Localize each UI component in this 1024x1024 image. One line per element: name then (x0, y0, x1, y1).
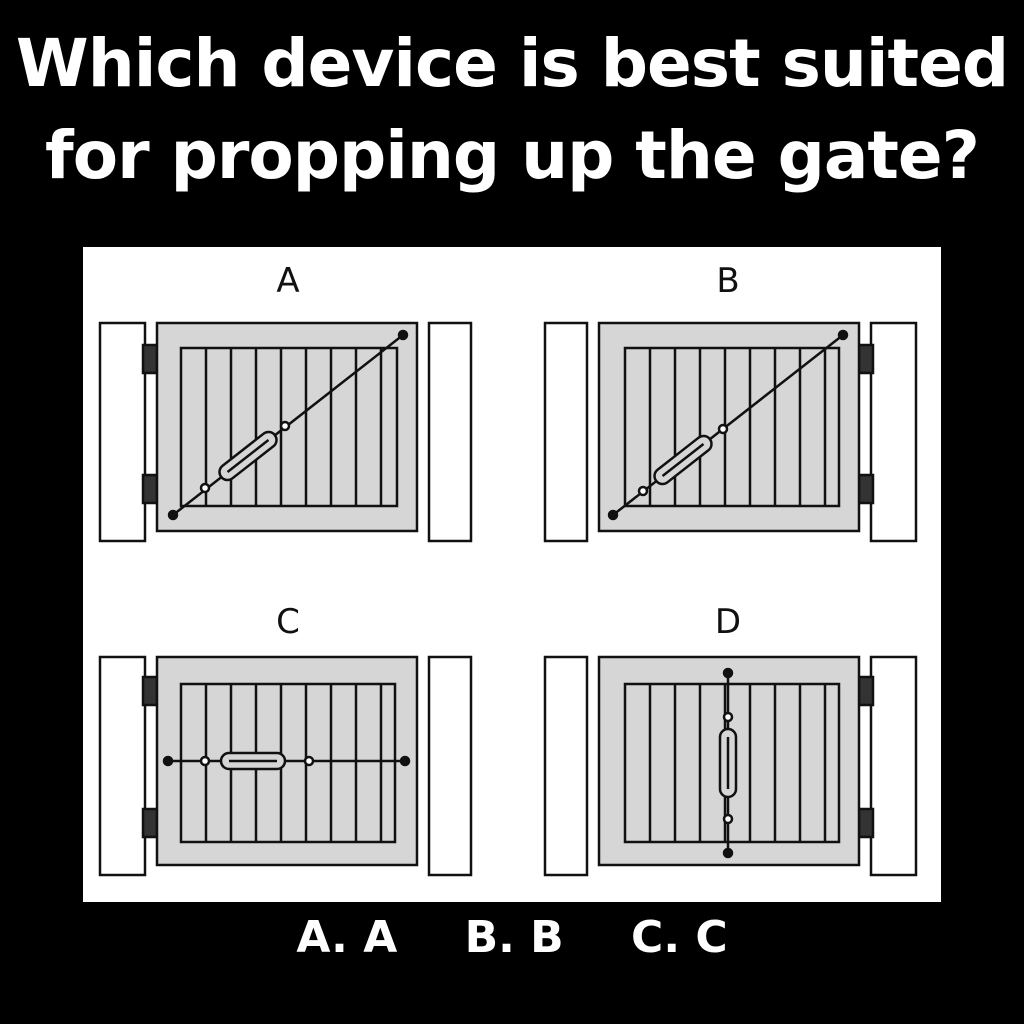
gate-slats-box (179, 682, 397, 844)
hinge-bottom (141, 807, 159, 839)
post-right (427, 321, 473, 543)
rod-end (837, 329, 849, 341)
rod-joint (722, 813, 734, 825)
hinge-top (141, 675, 159, 707)
rod-end (399, 755, 411, 767)
question-text: Which device is best suited for propping… (0, 18, 1024, 202)
answer-option-b[interactable]: B. B (464, 912, 564, 963)
post-left (98, 655, 147, 877)
post-right (427, 655, 473, 877)
rod-end (162, 755, 174, 767)
rod-end (607, 509, 619, 521)
option-b-figure: B (543, 261, 918, 543)
rod-joint (199, 482, 211, 494)
option-a-label: A (276, 261, 299, 301)
rod-end (397, 329, 409, 341)
option-a-figure: A (98, 261, 473, 543)
hinge-bottom (141, 473, 159, 505)
answer-options: A. A B. B C. C (0, 908, 1024, 968)
answer-option-c[interactable]: C. C (631, 912, 728, 963)
rod-joint (303, 755, 315, 767)
rod-joint (637, 485, 649, 497)
gate-diagram-panel: A B (83, 247, 941, 902)
post-left (543, 655, 589, 877)
rod-joint (717, 423, 729, 435)
post-right (869, 655, 918, 877)
rod-end (167, 509, 179, 521)
post-left (98, 321, 147, 543)
hinge-top (141, 343, 159, 375)
answer-option-a[interactable]: A. A (296, 912, 398, 963)
brace-rod (612, 334, 844, 516)
rod-joint (199, 755, 211, 767)
hinge-top (857, 675, 875, 707)
option-d-figure: D (543, 602, 918, 877)
hinge-bottom (857, 473, 875, 505)
option-c-figure: C (98, 602, 473, 877)
post-right (869, 321, 918, 543)
rod-end (722, 667, 734, 679)
question-line-2: for propping up the gate? (45, 117, 980, 194)
rod-end (722, 847, 734, 859)
option-c-label: C (276, 602, 300, 642)
option-d-label: D (715, 602, 741, 642)
hinge-bottom (857, 807, 875, 839)
option-b-label: B (716, 261, 739, 301)
hinge-top (857, 343, 875, 375)
rod-joint (722, 711, 734, 723)
post-left (543, 321, 589, 543)
gate-diagram: A B (98, 261, 918, 877)
rod-joint (279, 420, 291, 432)
question-line-1: Which device is best suited (15, 25, 1009, 102)
